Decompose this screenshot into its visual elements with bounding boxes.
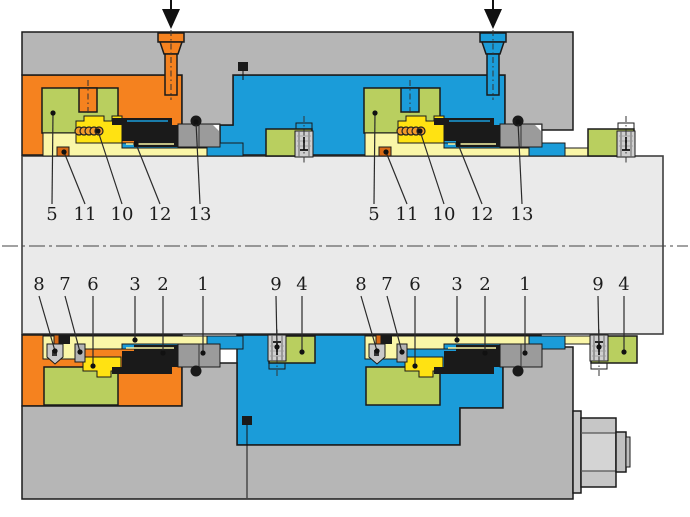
part-label: 10 — [433, 204, 456, 225]
leader-dot — [133, 141, 139, 147]
part-label: 2 — [479, 274, 490, 295]
leader-dot — [522, 350, 528, 356]
hex-facet-lines — [581, 432, 616, 472]
flow-arrow-icon — [162, 0, 180, 29]
leader-line — [51, 112, 54, 205]
leader-dot — [412, 363, 418, 369]
leader-dot — [372, 110, 378, 116]
part-label: 3 — [451, 274, 462, 295]
leader-dot — [596, 344, 602, 350]
leader-dot — [95, 128, 101, 134]
leader-dot — [621, 349, 627, 355]
leader-line — [38, 295, 56, 352]
leader-line — [385, 151, 408, 205]
leader-dot — [50, 110, 56, 116]
pump-shaft — [21, 155, 664, 335]
hex-plug-flange — [572, 410, 582, 494]
part-label: 5 — [46, 204, 57, 225]
leader-dot — [77, 349, 83, 355]
seal-housing-top — [21, 31, 574, 131]
housing-joint-oring-bottom — [242, 416, 252, 425]
leader-dot — [132, 337, 138, 343]
leader-dot — [399, 349, 405, 355]
part-label: 13 — [511, 204, 534, 225]
part-label: 6 — [409, 274, 420, 295]
sleeve-strip-bottom-right — [564, 335, 594, 345]
leader-dot — [193, 119, 199, 125]
leader-line — [195, 121, 201, 205]
part-label: 7 — [59, 274, 70, 295]
part-label: 10 — [111, 204, 134, 225]
leader-dot — [52, 348, 58, 354]
leader-line — [517, 121, 523, 205]
flow-arrows — [162, 0, 502, 29]
leader-dot — [160, 350, 166, 356]
leader-line — [97, 130, 123, 205]
leader-dot — [455, 141, 461, 147]
part-label: 11 — [396, 204, 419, 225]
leader-line — [360, 295, 378, 352]
part-label: 8 — [33, 274, 44, 295]
leader-line — [419, 130, 445, 205]
leader-dot — [417, 128, 423, 134]
part-label: 7 — [381, 274, 392, 295]
leader-line — [135, 143, 161, 205]
flow-arrow-icon — [484, 0, 502, 29]
part-label: 12 — [149, 204, 172, 225]
leader-line — [457, 143, 483, 205]
part-label: 4 — [618, 274, 629, 295]
part-label: 12 — [471, 204, 494, 225]
leader-dot — [299, 349, 305, 355]
part-label: 1 — [197, 274, 208, 295]
leader-dot — [383, 149, 389, 155]
leader-line — [63, 151, 86, 205]
part-label: 4 — [296, 274, 307, 295]
leader-dot — [274, 344, 280, 350]
leader-dot — [454, 337, 460, 343]
leader-line — [386, 295, 403, 353]
hex-plug-tip-step — [625, 436, 631, 468]
part-label: 2 — [157, 274, 168, 295]
part-label: 8 — [355, 274, 366, 295]
leader-dot — [90, 363, 96, 369]
part-label: 9 — [270, 274, 281, 295]
leader-dot — [374, 348, 380, 354]
part-label: 1 — [519, 274, 530, 295]
part-label: 3 — [129, 274, 140, 295]
part-label: 11 — [74, 204, 97, 225]
part-label: 6 — [87, 274, 98, 295]
drive-collar-bottom-right — [589, 327, 638, 377]
leader-dot — [482, 350, 488, 356]
part-label: 13 — [189, 204, 212, 225]
sleeve-strip-top-right — [564, 147, 590, 157]
leader-line — [64, 295, 81, 353]
leader-dot — [61, 149, 67, 155]
hex-plug-face — [582, 433, 615, 471]
housing-joint-oring-top — [238, 62, 248, 71]
hex-plug-tip — [615, 431, 627, 473]
leader-line — [275, 295, 278, 348]
part-label: 5 — [368, 204, 379, 225]
part-label: 9 — [592, 274, 603, 295]
leader-line — [373, 112, 376, 205]
leader-line — [597, 295, 600, 348]
leader-dot — [200, 350, 206, 356]
leader-dot — [515, 119, 521, 125]
hex-plug — [572, 410, 631, 494]
